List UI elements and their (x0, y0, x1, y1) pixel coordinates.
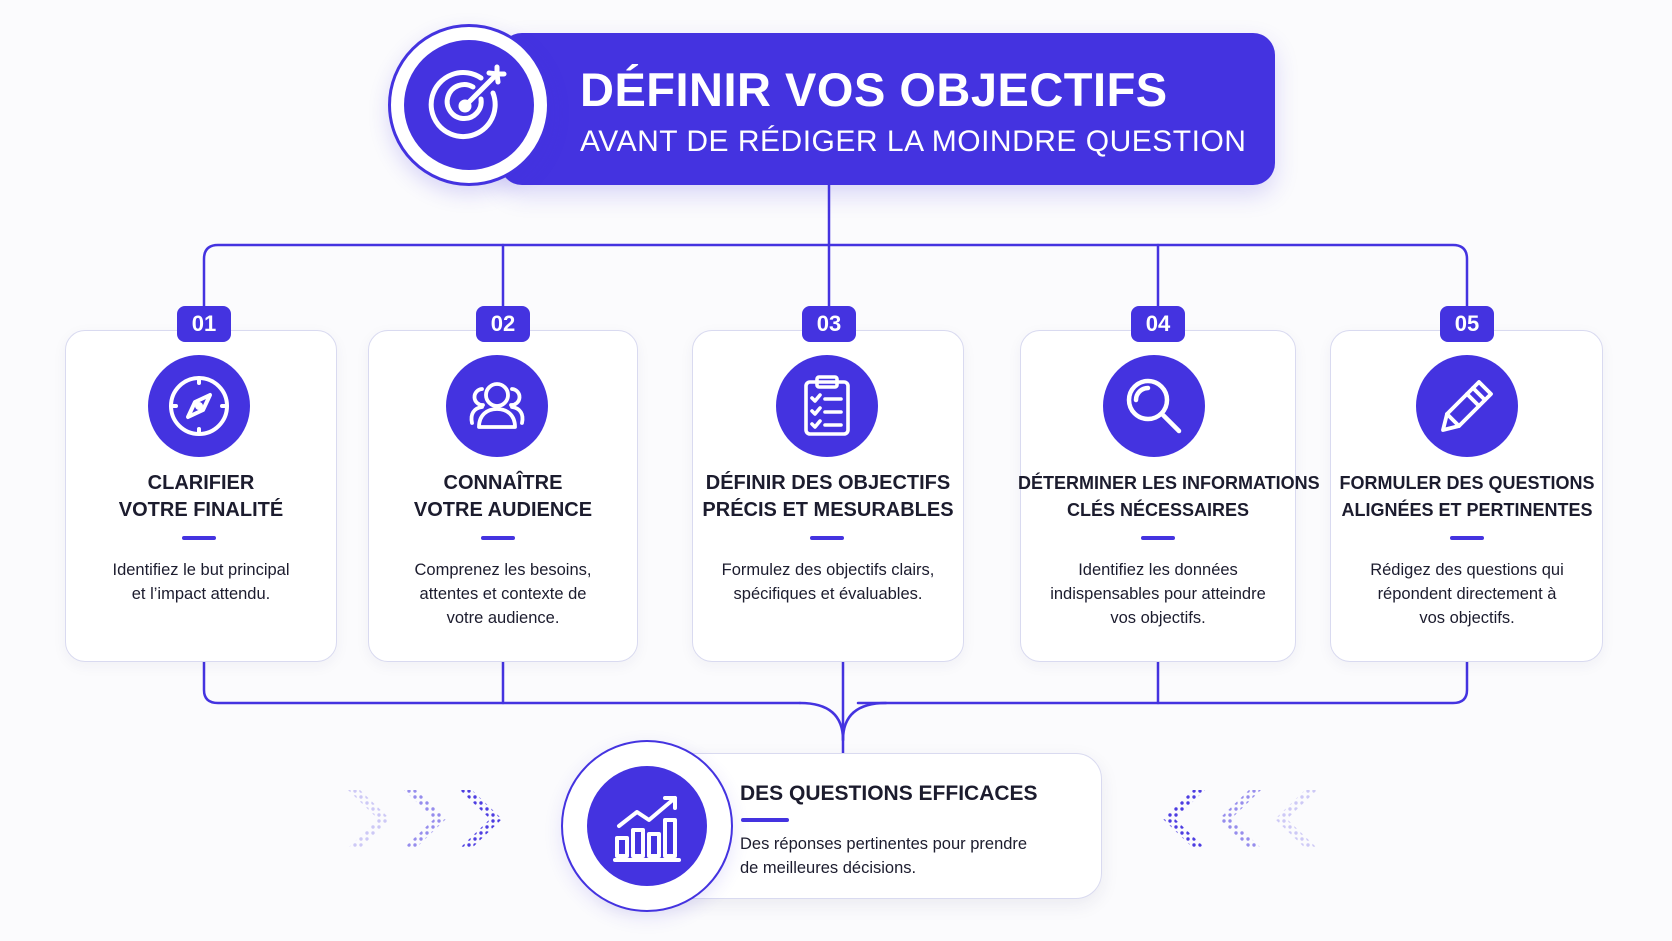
page-subtitle: AVANT DE RÉDIGER LA MOINDRE QUESTION (580, 125, 1247, 158)
step-icon-badge (1416, 355, 1518, 457)
step-number-badge: 05 (1440, 306, 1494, 342)
header-banner (500, 33, 1275, 185)
compass-icon (169, 376, 229, 436)
page-title: DÉFINIR VOS OBJECTIFS (580, 63, 1168, 116)
result-title: DES QUESTIONS EFFICACES (740, 782, 1038, 805)
pencil-icon (1441, 380, 1493, 432)
step-number-badge: 03 (802, 306, 856, 342)
divider (1141, 536, 1175, 540)
step-icon-badge (148, 355, 250, 457)
audience-icon (469, 382, 525, 429)
step-icon-badge (1103, 355, 1205, 457)
growth-chart-icon (613, 796, 681, 862)
magnifier-icon (1126, 378, 1182, 434)
divider (810, 536, 844, 540)
clipboard-checklist-icon (804, 375, 850, 436)
header-icon-badge (388, 24, 550, 186)
target-icon (428, 64, 507, 140)
dotted-chevrons-left (348, 790, 502, 848)
step-icon-badge (446, 355, 548, 457)
step-description: Formulez des objectifs clairs,spécifique… (721, 561, 935, 603)
result-icon-badge (561, 740, 733, 912)
step-icon-badge (776, 355, 878, 457)
divider (1450, 536, 1484, 540)
dotted-chevrons-right (1163, 790, 1317, 848)
step-number-badge: 04 (1131, 306, 1185, 342)
step-number-badge: 02 (476, 306, 530, 342)
step-number-badge: 01 (177, 306, 231, 342)
divider (481, 536, 515, 540)
result-divider (741, 818, 789, 822)
divider (182, 536, 216, 540)
step-description: Comprenez les besoins,attentes et contex… (414, 561, 592, 627)
